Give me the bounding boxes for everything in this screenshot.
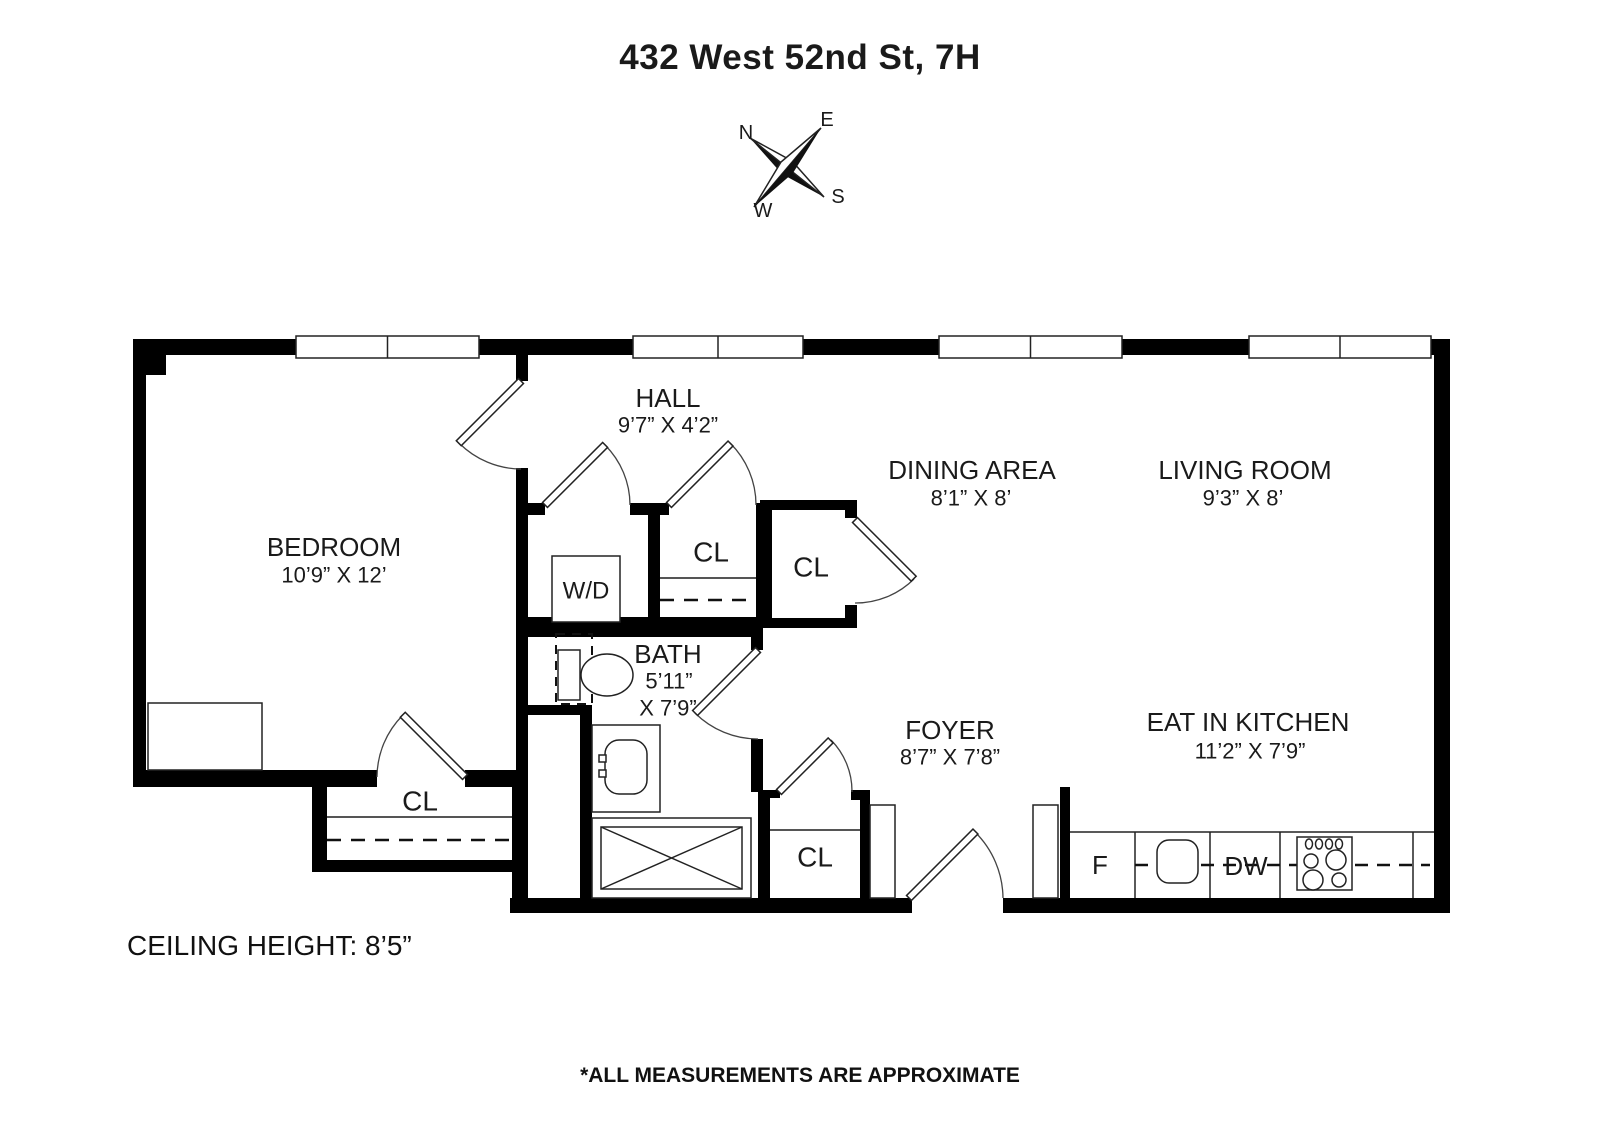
door-swing-arc bbox=[830, 739, 853, 793]
compass-north-label: N bbox=[739, 122, 753, 144]
room-dims-bath-2: X 7’9” bbox=[639, 696, 696, 721]
wall bbox=[146, 355, 166, 375]
page-title: 432 West 52nd St, 7H bbox=[619, 38, 981, 77]
wall bbox=[580, 712, 592, 898]
room-label-bath: BATH bbox=[634, 639, 701, 669]
bedroom-door bbox=[455, 377, 525, 447]
wall bbox=[756, 503, 772, 628]
wall bbox=[1003, 898, 1450, 913]
door-swing-arc bbox=[854, 578, 915, 604]
stove-burner bbox=[1325, 849, 1347, 871]
faucet-icon bbox=[598, 769, 607, 778]
room-dims-hall: 9’7” X 4’2” bbox=[618, 413, 718, 438]
column bbox=[1032, 804, 1059, 899]
bathtub-cross bbox=[600, 826, 743, 890]
doors bbox=[376, 377, 1004, 902]
room-label-hall: HALL bbox=[635, 383, 700, 413]
closet-label-foyer: CL bbox=[797, 842, 833, 873]
door-swing-arc bbox=[694, 712, 759, 740]
wall bbox=[770, 790, 780, 798]
door-swing-arc bbox=[376, 714, 404, 778]
stove-knob bbox=[1324, 838, 1334, 850]
stove-knob bbox=[1334, 838, 1344, 850]
fixture-labels: CL CL CL CL W/D F DW bbox=[402, 537, 1268, 882]
measurements-disclaimer: *ALL MEASUREMENTS ARE APPROXIMATE bbox=[580, 1064, 1020, 1087]
wall bbox=[758, 790, 770, 898]
room-labels: BEDROOM 10’9” X 12’ HALL 9’7” X 4’2” DIN… bbox=[267, 383, 1350, 770]
door-swing-arc bbox=[729, 442, 757, 506]
wall bbox=[630, 503, 669, 515]
wall bbox=[312, 787, 327, 872]
room-dims-living-room: 9’3” X 8’ bbox=[1203, 486, 1284, 511]
ceiling-height-note: CEILING HEIGHT: 8’5” bbox=[127, 930, 412, 961]
stove-burner bbox=[1303, 853, 1319, 869]
wall bbox=[860, 790, 870, 898]
compass-east-label: E bbox=[820, 109, 833, 131]
compass-icon: N E S W bbox=[739, 109, 845, 222]
wall bbox=[648, 515, 660, 618]
window-seat-icon bbox=[147, 702, 263, 771]
wall bbox=[133, 339, 146, 787]
closet-label-bedroom: CL bbox=[402, 786, 438, 817]
wd-closet-door bbox=[541, 441, 609, 509]
washer-dryer-icon bbox=[551, 555, 621, 623]
wall bbox=[516, 355, 528, 381]
windows bbox=[295, 335, 1432, 359]
washer-dryer-label: W/D bbox=[563, 578, 610, 605]
wall bbox=[1434, 339, 1450, 913]
toilet-tank-icon bbox=[557, 649, 581, 701]
room-label-foyer: FOYER bbox=[905, 715, 995, 745]
wall bbox=[760, 618, 857, 628]
stove-burner bbox=[1331, 872, 1347, 888]
wall bbox=[312, 860, 528, 872]
compass-west-label: W bbox=[754, 200, 773, 222]
fridge-label: F bbox=[1092, 850, 1108, 880]
wall bbox=[465, 770, 518, 787]
room-dims-foyer: 8’7” X 7’8” bbox=[900, 745, 1000, 770]
fixtures bbox=[147, 555, 1434, 899]
door-swing-arc bbox=[458, 442, 522, 470]
compass-south-label: S bbox=[831, 186, 844, 208]
door-swing-arc bbox=[974, 831, 1004, 899]
room-dims-eat-in-kitchen: 11’2” X 7’9” bbox=[1195, 739, 1306, 764]
room-label-eat-in-kitchen: EAT IN KITCHEN bbox=[1147, 707, 1350, 737]
stove-burner bbox=[1302, 869, 1324, 891]
stove-knob bbox=[1314, 838, 1324, 850]
hall-closet-door bbox=[665, 439, 735, 509]
stove-knob bbox=[1304, 838, 1314, 850]
wall bbox=[510, 898, 912, 913]
kitchen-sink-icon bbox=[1156, 839, 1199, 884]
room-dims-bedroom: 10’9” X 12’ bbox=[281, 563, 386, 588]
wall bbox=[751, 739, 763, 792]
foyer-closet-door bbox=[775, 736, 835, 796]
wall bbox=[1060, 787, 1070, 898]
wall bbox=[133, 770, 377, 787]
room-label-living-room: LIVING ROOM bbox=[1158, 455, 1331, 485]
entry-door bbox=[905, 827, 980, 902]
walls bbox=[133, 339, 1450, 913]
dining-closet-door bbox=[851, 516, 918, 583]
room-dims-dining-area: 8’1” X 8’ bbox=[931, 486, 1012, 511]
dishwasher-label: DW bbox=[1224, 851, 1268, 881]
bedroom-closet-door bbox=[399, 711, 469, 781]
wall bbox=[516, 503, 545, 515]
closet-label-dining: CL bbox=[793, 552, 829, 583]
bath-sink-icon bbox=[604, 739, 648, 795]
faucet-icon bbox=[598, 754, 607, 763]
column bbox=[869, 804, 896, 899]
wall bbox=[528, 705, 592, 715]
wall bbox=[845, 500, 857, 518]
room-label-dining-area: DINING AREA bbox=[888, 455, 1056, 485]
toilet-bowl-icon bbox=[580, 653, 634, 697]
room-label-bedroom: BEDROOM bbox=[267, 532, 401, 562]
wall bbox=[760, 500, 857, 510]
wall bbox=[751, 637, 763, 650]
door-swing-arc bbox=[604, 444, 631, 506]
closet-label-hall: CL bbox=[693, 537, 729, 568]
room-dims-bath-1: 5’11” bbox=[645, 669, 692, 694]
bath-door bbox=[691, 646, 762, 717]
wall bbox=[512, 770, 528, 913]
